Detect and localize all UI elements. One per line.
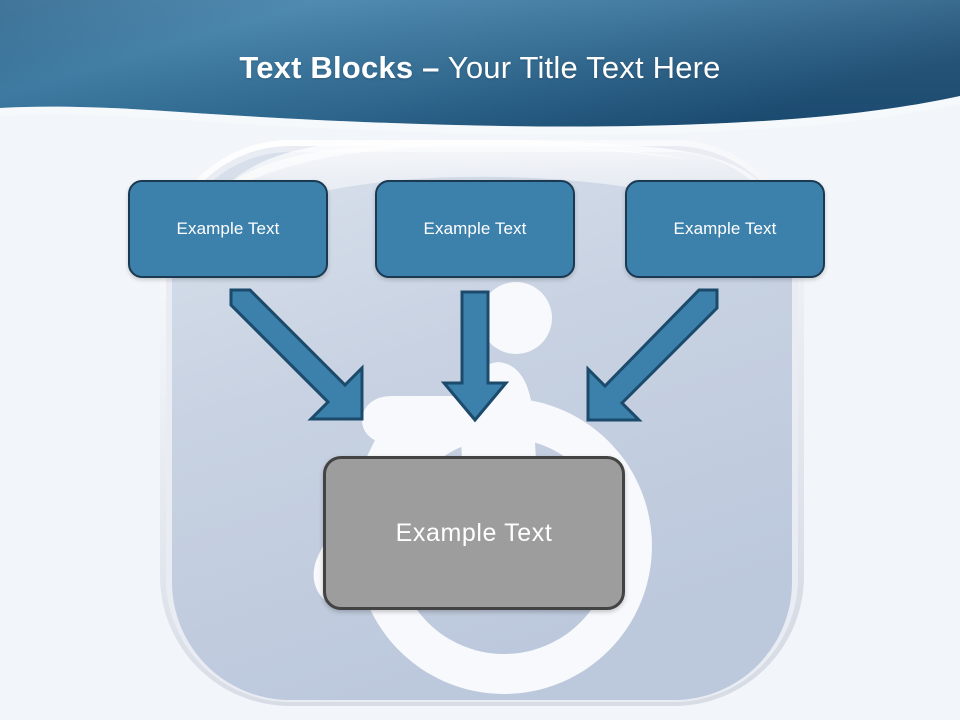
page-title: Text Blocks – Your Title Text Here: [0, 48, 960, 88]
text-block-result-label: Example Text: [395, 519, 553, 547]
icon-tile-gloss: [186, 140, 790, 250]
page-title-dash: –: [422, 50, 440, 85]
page-title-bold: Text Blocks: [239, 50, 423, 85]
text-block-3-label: Example Text: [673, 219, 777, 238]
text-block-1[interactable]: Example Text: [128, 180, 328, 278]
text-block-1-label: Example Text: [176, 219, 280, 238]
text-block-3[interactable]: Example Text: [625, 180, 825, 278]
page-title-rest: Your Title Text Here: [439, 50, 721, 85]
text-block-2-label: Example Text: [423, 219, 527, 238]
text-block-result[interactable]: Example Text: [323, 456, 625, 610]
text-block-2[interactable]: Example Text: [375, 180, 575, 278]
